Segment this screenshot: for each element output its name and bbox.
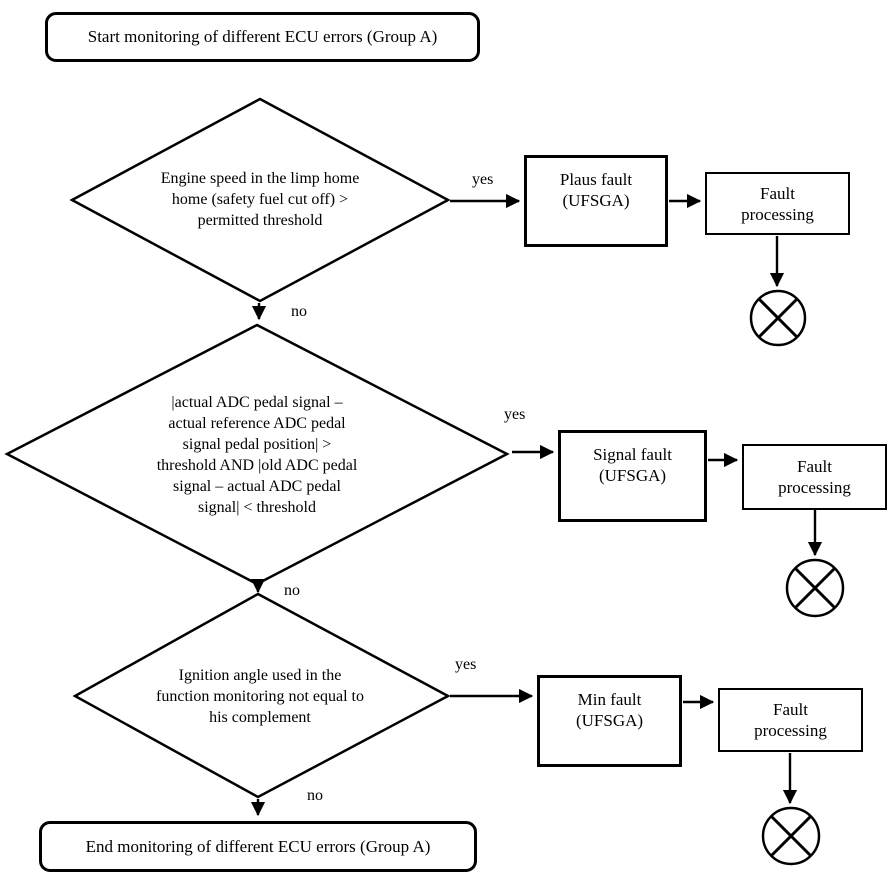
decision-diamond-ignition-angle (72, 592, 451, 799)
fault-processing-label-2: Fault processing (778, 457, 851, 497)
fault-processing-label-1: Fault processing (741, 183, 814, 224)
end-terminator: End monitoring of different ECU errors (… (39, 821, 477, 872)
signal-fault-box: Signal fault (UFSGA) (558, 430, 707, 522)
decision-text-adc-pedal-signal: |actual ADC pedal signal – actual refere… (156, 394, 358, 516)
fault-processing-label-3: Fault processing (754, 700, 827, 740)
signal-fault-label: Signal fault (UFSGA) (593, 445, 672, 485)
crossed-circle-terminator-3 (761, 806, 821, 866)
min-fault-label: Min fault (UFSGA) (575, 690, 644, 730)
decision-text-engine-speed: Engine speed in the limp home home (safe… (160, 170, 360, 229)
edge-label-no-1: no (291, 303, 307, 320)
fault-processing-box-1: Fault processing (705, 172, 850, 235)
start-terminator: Start monitoring of different ECU errors… (45, 12, 480, 62)
crossed-circle-terminator-1 (749, 289, 807, 347)
edge-label-yes-3: yes (455, 656, 477, 673)
fault-processing-box-3: Fault processing (718, 688, 863, 752)
decision-text-ignition-angle: Ignition angle used in the function moni… (156, 666, 364, 726)
start-terminator-label: Start monitoring of different ECU errors… (87, 27, 438, 46)
crossed-circle-terminator-2 (785, 558, 845, 618)
edge-label-yes-1: yes (472, 171, 494, 188)
end-terminator-label: End monitoring of different ECU errors (… (85, 836, 431, 856)
edge-label-no-2: no (284, 582, 300, 599)
edge-label-no-3: no (307, 787, 323, 804)
plaus-fault-label: Plaus fault (UFSGA) (559, 170, 633, 210)
decision-diamond-engine-speed (69, 97, 451, 303)
edge-label-yes-2: yes (504, 406, 526, 423)
fault-processing-box-2: Fault processing (742, 444, 887, 510)
min-fault-box: Min fault (UFSGA) (537, 675, 682, 767)
plaus-fault-box: Plaus fault (UFSGA) (524, 155, 668, 247)
